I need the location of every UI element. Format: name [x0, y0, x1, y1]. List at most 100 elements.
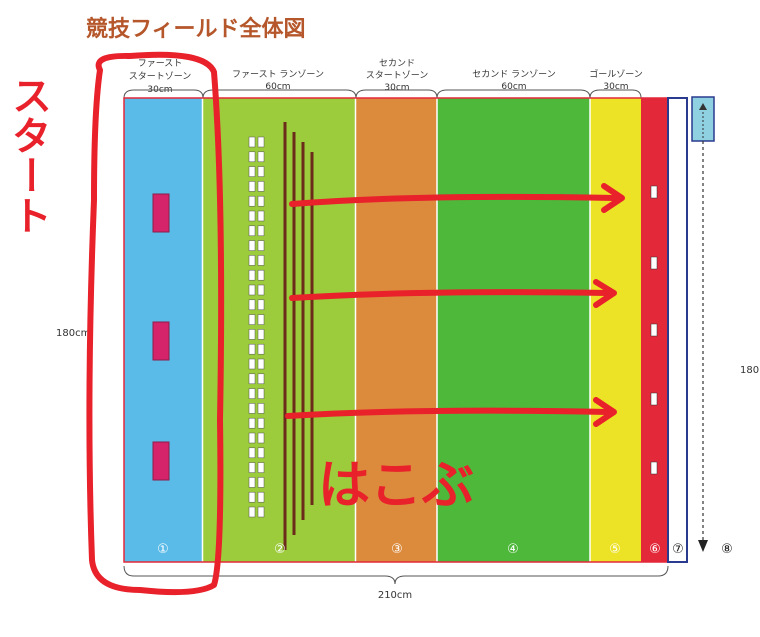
run-zone-block	[248, 284, 256, 296]
run-zone-block	[257, 151, 265, 163]
run-zone-block	[257, 417, 265, 429]
run-zone-block	[248, 299, 256, 311]
run-zone-block	[248, 417, 256, 429]
run-zone-block	[257, 477, 265, 488]
run-zone-block	[248, 447, 256, 459]
run-zone-block	[257, 432, 265, 444]
run-zone-block	[248, 506, 256, 518]
zone-numbers: ① ② ③ ④ ⑤ ⑥ ⑦ ⑧	[157, 542, 733, 557]
zone6-markers	[650, 185, 658, 475]
run-zone-block	[257, 269, 265, 281]
height-right-label: 180	[740, 365, 759, 376]
run-zone-block	[257, 447, 265, 459]
run-zone-block	[257, 136, 265, 148]
start-marker	[152, 441, 170, 481]
run-zone-block	[248, 358, 256, 370]
run-zone-block	[257, 299, 265, 311]
run-zone-block	[248, 136, 256, 148]
zone3-label-line2: スタートゾーン	[366, 70, 429, 81]
run-zone-block	[257, 181, 265, 192]
zone4-width: 60cm	[501, 82, 526, 92]
zone5-num: ⑤	[609, 542, 621, 557]
run-zone-block	[257, 358, 265, 370]
zone6-num: ⑥	[649, 542, 661, 557]
run-zone-block	[248, 462, 256, 473]
run-zone-block	[248, 240, 256, 251]
zones	[123, 97, 688, 563]
start-annotation: スタート	[5, 75, 51, 235]
run-zone-block	[257, 462, 265, 473]
carry-arrows	[285, 183, 625, 427]
start-marker	[152, 193, 170, 233]
zone8-num: ⑧	[721, 542, 733, 557]
zone4-num: ④	[507, 542, 519, 557]
run-zone-block	[248, 403, 256, 414]
zone3-second-start	[356, 98, 437, 562]
zone1-num: ①	[157, 542, 169, 557]
zone2-run	[203, 98, 356, 562]
run-zone-block	[248, 255, 256, 266]
zone7-num: ⑦	[672, 542, 684, 557]
run-zone-block	[248, 432, 256, 444]
zone3-label-line1: セカンド	[379, 58, 415, 69]
run-zone-block	[248, 477, 256, 488]
run-zone-block	[257, 210, 265, 222]
run-zone-block	[257, 388, 265, 399]
height-left-label: 180cm	[56, 328, 90, 339]
run-zone-block	[257, 240, 265, 251]
start-marker	[152, 321, 170, 361]
brace-zone5	[589, 89, 642, 99]
run-zone-block	[257, 195, 265, 207]
width-braces	[123, 89, 642, 99]
zone5-width: 30cm	[603, 82, 628, 92]
zone2-width: 60cm	[265, 82, 290, 92]
run-zone-block	[257, 491, 265, 503]
brace-zone1	[123, 89, 204, 99]
zone1-label-line1: ファースト	[138, 59, 183, 69]
run-zone-block	[248, 166, 256, 177]
start-zone-circle	[86, 51, 225, 596]
carry-arrow	[289, 289, 611, 301]
carry-arrow	[289, 193, 618, 207]
brace-zone2	[202, 89, 357, 99]
carry-arrow-head	[601, 183, 625, 213]
zone4-second-run	[437, 98, 590, 562]
run-zone-block	[248, 373, 256, 385]
run-zone-block	[257, 373, 265, 385]
zone8-arrow	[691, 96, 715, 552]
run-zone-block	[248, 491, 256, 503]
carry-arrow-head	[593, 397, 617, 427]
start-markers	[152, 193, 170, 481]
brace-zone3	[355, 89, 438, 99]
carry-arrow	[285, 407, 611, 419]
run-zone-block	[257, 506, 265, 518]
zone7-frame	[667, 97, 688, 563]
run-zone-block	[248, 181, 256, 192]
run-zone-block	[248, 225, 256, 237]
run-zone-block	[257, 225, 265, 237]
run-zone-block	[248, 388, 256, 399]
zone4-label: セカンド ランゾーン	[472, 69, 555, 80]
zone5-goal	[590, 98, 641, 562]
run-zone-block	[248, 329, 256, 340]
zone5-label: ゴールゾーン	[589, 68, 643, 80]
run-zone-block	[257, 314, 265, 325]
carry-annotation: はこぶ	[318, 456, 474, 516]
brace-zone4	[436, 89, 591, 99]
run-zone-block	[248, 269, 256, 281]
carry-arrow-head	[593, 279, 617, 308]
run-zone-block	[257, 255, 265, 266]
run-zone-block	[257, 329, 265, 340]
run-zone-block	[248, 151, 256, 163]
run-zone-block	[257, 403, 265, 414]
zone2-label: ファースト ランゾーン	[232, 69, 324, 80]
run-zone-block	[248, 314, 256, 325]
total-width-brace	[123, 565, 669, 585]
total-width-label: 210cm	[378, 590, 412, 601]
run-zone-blocks	[248, 136, 265, 518]
diagram-title: 競技フィールド全体図	[86, 16, 306, 42]
run-zone-block	[257, 343, 265, 355]
run-zone-block	[248, 343, 256, 355]
run-zone-block	[248, 210, 256, 222]
